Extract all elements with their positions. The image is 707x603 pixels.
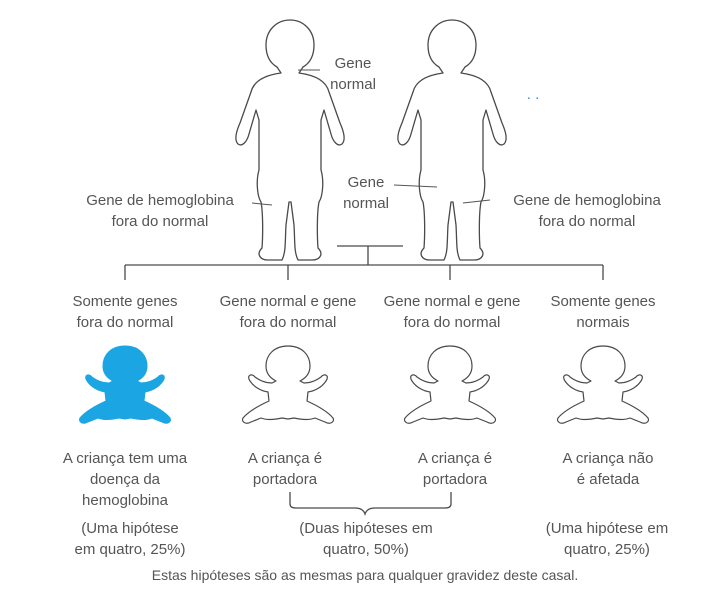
label-gene-normal-top: Gene normal <box>318 53 388 95</box>
carriers-brace <box>290 492 451 514</box>
pedigree-connector <box>125 246 603 280</box>
child-carrier-right-outcome: A criança é portadora <box>400 448 510 490</box>
footer-note: Estas hipóteses são as mesmas para qualq… <box>60 565 670 585</box>
child-unaffected-outcome: A criança não é afetada <box>548 448 668 490</box>
child-carrier-right-genotype: Gene normal e gene fora do normal <box>372 291 532 333</box>
child-carrier-left-figure <box>243 346 334 423</box>
stray-dots: . . <box>515 84 551 105</box>
label-gene-normal-mid: Gene normal <box>336 172 396 214</box>
child-unaffected-figure <box>558 346 649 423</box>
child-carrier-right-figure <box>405 346 496 423</box>
probability-unaffected: (Uma hipótese em quatro, 25%) <box>532 518 682 560</box>
child-affected-outcome: A criança tem uma doença da hemoglobina <box>45 448 205 511</box>
child-affected-figure <box>80 346 171 423</box>
child-affected-genotype: Somente genes fora do normal <box>50 291 200 333</box>
probability-affected: (Uma hipótese em quatro, 25%) <box>60 518 200 560</box>
label-abnormal-gene-right: Gene de hemoglobina fora do normal <box>487 190 687 232</box>
probability-carriers: (Duas hipóteses em quatro, 50%) <box>286 518 446 560</box>
child-unaffected-genotype: Somente genes normais <box>538 291 668 333</box>
child-carrier-left-outcome: A criança é portadora <box>230 448 340 490</box>
label-abnormal-gene-left: Gene de hemoglobina fora do normal <box>60 190 260 232</box>
child-carrier-left-genotype: Gene normal e gene fora do normal <box>208 291 368 333</box>
